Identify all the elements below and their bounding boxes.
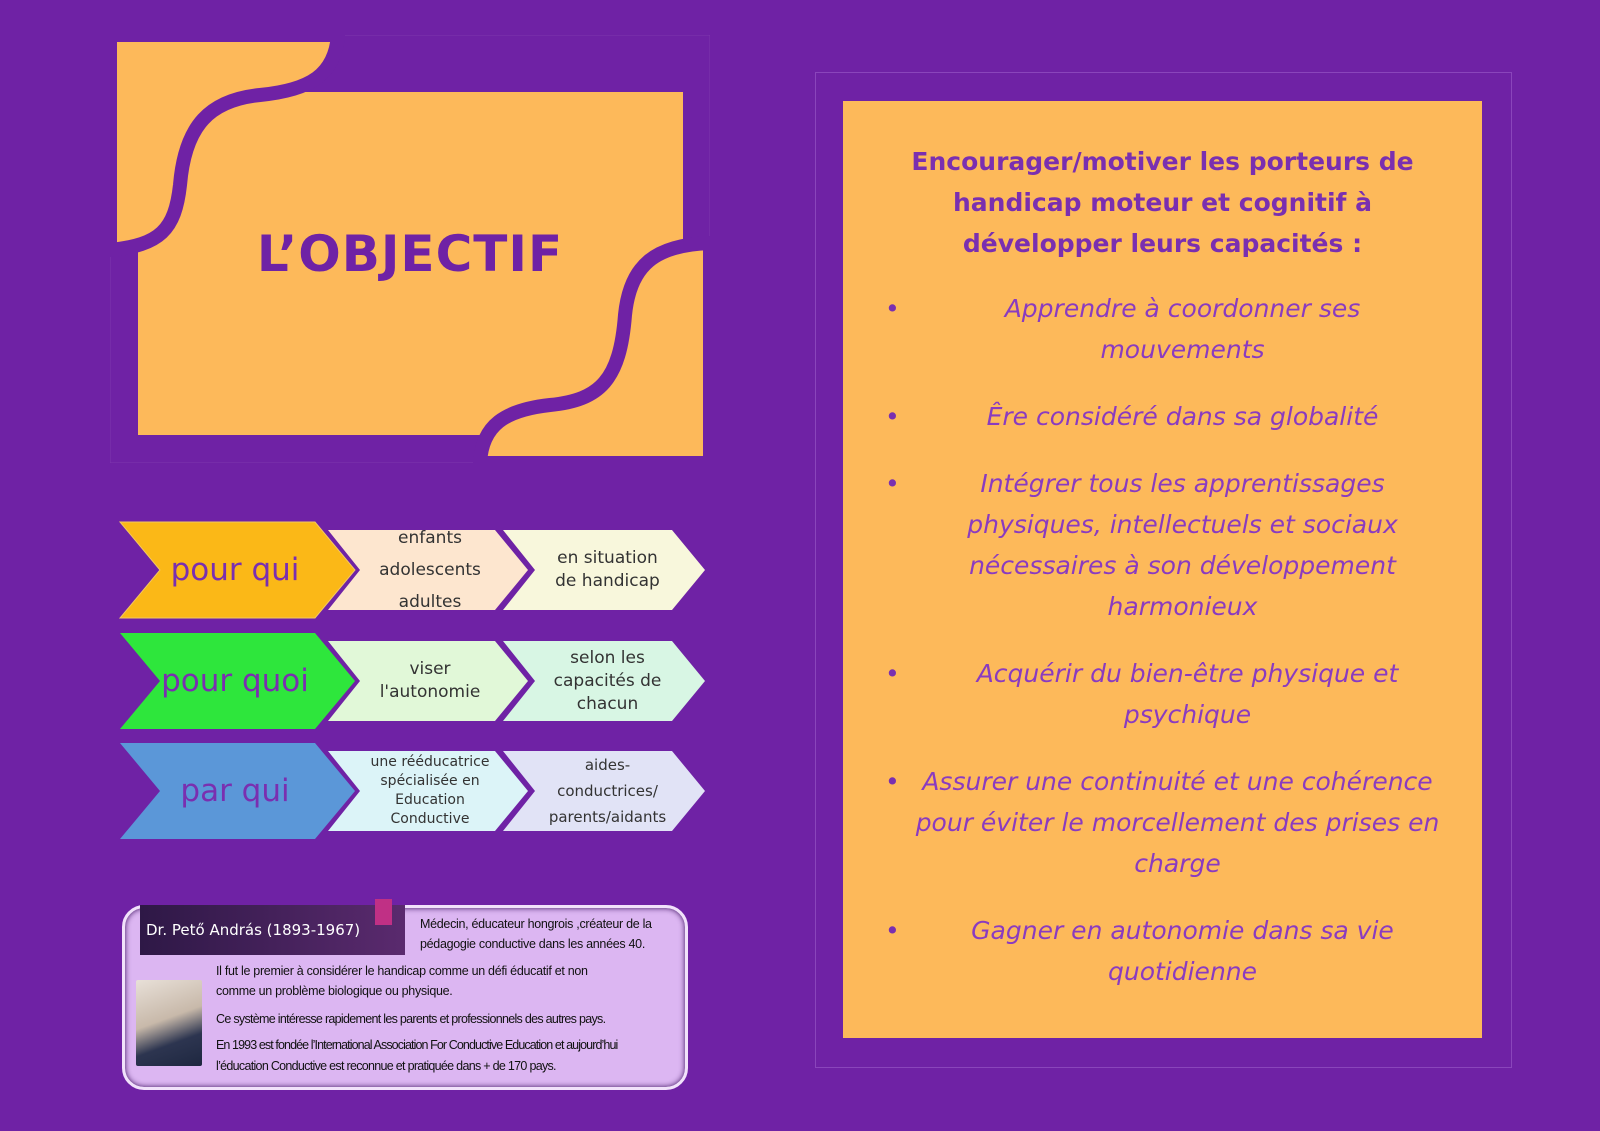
text: selon les <box>570 647 645 668</box>
bio-text: Médecin, éducateur hongrois ,créateur de… <box>420 917 652 931</box>
bio-text: pédagogie conductive dans les années 40. <box>420 937 645 951</box>
page-title: L’OBJECTIF <box>256 225 564 283</box>
chevron-par-qui-end: aides-conductrices/parents/aidants <box>525 747 690 835</box>
chevron-shapes <box>118 521 705 839</box>
portrait-photo <box>136 980 202 1066</box>
chevron-pour-qui-end: en situation de handicap <box>525 530 690 610</box>
objectives-intro: Encourager/motiver les porteurs de handi… <box>911 147 1414 258</box>
text: conductrices/ <box>557 782 658 800</box>
text: Education <box>395 792 465 808</box>
objective-item: Assurer une continuité et une cohérence … <box>873 761 1452 884</box>
text: enfants <box>398 528 462 548</box>
bio-text: Ce système intéresse rapidement les pare… <box>216 1012 606 1026</box>
text: capacités de <box>553 670 662 691</box>
objectives-panel: Encourager/motiver les porteurs de handi… <box>843 101 1482 1038</box>
chevron-pour-quoi-mid: viser l'autonomie <box>350 641 510 721</box>
text: adolescents <box>379 560 481 580</box>
title-card-decoration <box>110 35 710 463</box>
bio-text: comme un problème biologique ou physique… <box>216 984 453 998</box>
text: l'autonomie <box>379 682 481 702</box>
bookmark-tag <box>375 899 392 925</box>
row-2-shapes <box>120 633 705 729</box>
text: de handicap <box>555 571 660 591</box>
text: parents/aidants <box>548 808 667 826</box>
chevron-pour-qui-mid: enfants adolescents adultes <box>350 520 510 620</box>
row-3-shapes <box>120 743 705 839</box>
text: Conductive <box>390 811 470 827</box>
text: spécialisée en <box>380 773 480 789</box>
bio-text: l’éducation Conductive est reconnue et p… <box>216 1059 557 1073</box>
text: adultes <box>398 592 462 612</box>
objectives-frame <box>815 72 1512 1068</box>
objective-item: Gagner en autonomie dans sa vie quotidie… <box>873 910 1452 992</box>
chevron-pour-quoi: pour quoi <box>161 662 309 699</box>
objective-item: Intégrer tous les apprentissages physiqu… <box>873 463 1452 627</box>
objective-item: Êre considéré dans sa globalité <box>873 396 1452 437</box>
row-1-shapes <box>118 521 705 619</box>
text: chacun <box>576 693 639 714</box>
chevron-par-qui: par qui <box>180 772 290 809</box>
objectives-list: Apprendre à coordonner ses mouvements Êr… <box>873 288 1452 992</box>
objective-item: Acquérir du bien-être physique et psychi… <box>873 653 1452 735</box>
bio-name-banner: Dr. Pető András (1893-1967) <box>140 905 405 955</box>
text: aides- <box>584 756 631 774</box>
chevron-diagram: pour qui enfants adolescents adultes en si… <box>110 515 710 850</box>
text: viser <box>409 659 451 679</box>
bio-text: En 1993 est fondée l’International Assoc… <box>216 1038 618 1052</box>
objective-item: Apprendre à coordonner ses mouvements <box>873 288 1452 370</box>
chevron-pour-qui: pour qui <box>170 551 300 588</box>
text: une rééducatrice <box>370 754 490 770</box>
text: en situation <box>557 548 658 568</box>
bio-text: Il fut le premier à considérer le handic… <box>216 964 588 978</box>
